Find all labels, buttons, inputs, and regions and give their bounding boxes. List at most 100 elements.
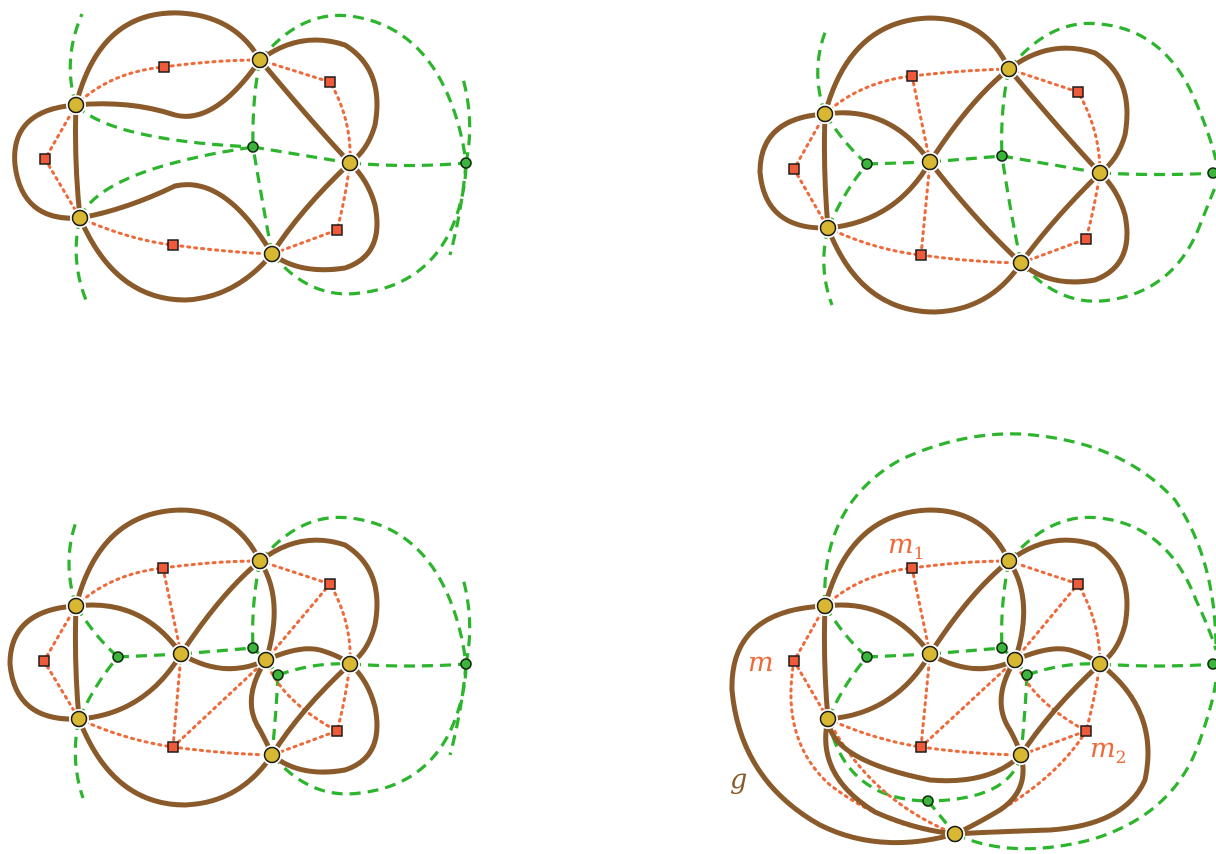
ribbon-curve: [7, 603, 82, 722]
green-vertices: [247, 141, 472, 169]
ribbon-curve: [822, 15, 1012, 117]
green-vertex: [922, 795, 934, 807]
green-edge: [954, 679, 1216, 851]
red-edge: [953, 729, 1088, 836]
yellow-vertex: [67, 96, 85, 114]
green-vertex: [1021, 669, 1033, 681]
label-m2-sub: 2: [1116, 748, 1127, 768]
red-square-vertices: [788, 70, 1092, 261]
green-edge: [117, 652, 182, 659]
ribbon-curve: [757, 111, 831, 231]
ribbon-curve: [927, 159, 1024, 266]
red-square-vertex: [39, 153, 51, 165]
green-edge: [1007, 21, 1216, 161]
red-square-vertex: [324, 76, 336, 88]
green-vertex: [272, 669, 284, 681]
red-edge: [171, 658, 268, 749]
ribbon-curve: [257, 537, 380, 667]
ribbon-curve: [1006, 537, 1130, 667]
red-edge: [919, 160, 932, 257]
green-edge: [251, 146, 274, 255]
red-edge: [1013, 582, 1080, 662]
ribbon-curve: [73, 507, 263, 609]
red-square-vertex: [906, 562, 918, 574]
yellow-vertex: [263, 245, 281, 263]
yellow-vertex: [341, 655, 359, 673]
ribbon-curve: [821, 111, 831, 231]
yellow-vertex: [251, 552, 269, 570]
ribbon-curve: [821, 603, 831, 722]
ribbon-curve: [729, 603, 958, 846]
ribbon-curve: [257, 57, 353, 166]
yellow-vertex: [819, 219, 837, 237]
green-edge: [1000, 560, 1011, 649]
green-edge: [1000, 68, 1011, 157]
yellow-vertices: [815, 551, 1110, 844]
red-square-vertices: [788, 562, 1092, 753]
panel-bottom-right: m1 m m2 g: [729, 432, 1216, 851]
red-square-vertex: [1080, 725, 1092, 737]
label-m: m: [748, 647, 774, 678]
red-edge: [171, 652, 183, 749]
green-edge: [460, 74, 472, 164]
yellow-vertex: [257, 651, 275, 669]
ribbon-curve: [998, 657, 1024, 758]
ribbon-curve: [178, 558, 263, 657]
panel-top-left: [12, 10, 472, 303]
ribbon-curve: [823, 716, 958, 837]
ribbon-curve: [825, 159, 933, 231]
red-square-vertex: [906, 70, 918, 82]
red-square-vertices: [38, 562, 343, 753]
ribbon-curve: [822, 602, 933, 657]
ribbon-curve: [73, 57, 263, 119]
green-vertex: [460, 157, 472, 169]
panel-top-right: [757, 15, 1216, 315]
yellow-vertex: [1000, 60, 1018, 78]
ribbon-curve: [927, 651, 1018, 672]
ribbon-curve: [76, 716, 275, 808]
red-square-vertex: [331, 725, 343, 737]
green-vertex: [247, 141, 259, 153]
ribbon-curve: [73, 102, 83, 221]
green-edge: [251, 560, 262, 649]
yellow-vertex: [1012, 746, 1030, 764]
label-m1: m1: [888, 529, 924, 564]
ribbon-curve: [76, 651, 184, 722]
yellow-vertex: [172, 645, 190, 663]
label-m2: m2: [1090, 733, 1126, 768]
ribbon-curve: [77, 215, 275, 303]
ribbon-curve: [822, 507, 1012, 609]
red-edge: [264, 582, 332, 662]
green-edge: [816, 29, 828, 115]
green-vertex: [1207, 658, 1216, 670]
label-g: g: [730, 764, 747, 795]
green-edge: [460, 574, 472, 665]
yellow-vertex: [251, 51, 269, 69]
green-edge: [929, 154, 1003, 164]
ribbon-curve: [72, 603, 82, 722]
green-edge: [252, 145, 351, 165]
label-m2-base: m: [1090, 733, 1116, 764]
green-edge: [926, 799, 957, 836]
green-edge: [77, 655, 120, 720]
ribbon-curve: [952, 661, 1151, 837]
ribbon-curve: [257, 37, 380, 166]
ribbon-curve: [269, 160, 380, 273]
yellow-vertex: [263, 746, 281, 764]
red-square-vertex: [915, 741, 927, 753]
ribbon-curve: [825, 651, 933, 722]
green-edge: [823, 432, 1216, 651]
green-vertex: [861, 651, 873, 663]
green-edge: [270, 162, 468, 296]
green-edge: [826, 162, 869, 229]
ribbon-curve: [1018, 661, 1103, 758]
label-m1-base: m: [888, 529, 914, 560]
green-vertices: [112, 642, 472, 681]
ribbon-curve: [248, 657, 275, 758]
green-edge: [349, 161, 467, 168]
ribbon-curve: [825, 716, 1024, 784]
green-edge: [1001, 154, 1101, 175]
label-m1-sub: 1: [914, 544, 925, 564]
ribbon-curve: [927, 66, 1012, 165]
